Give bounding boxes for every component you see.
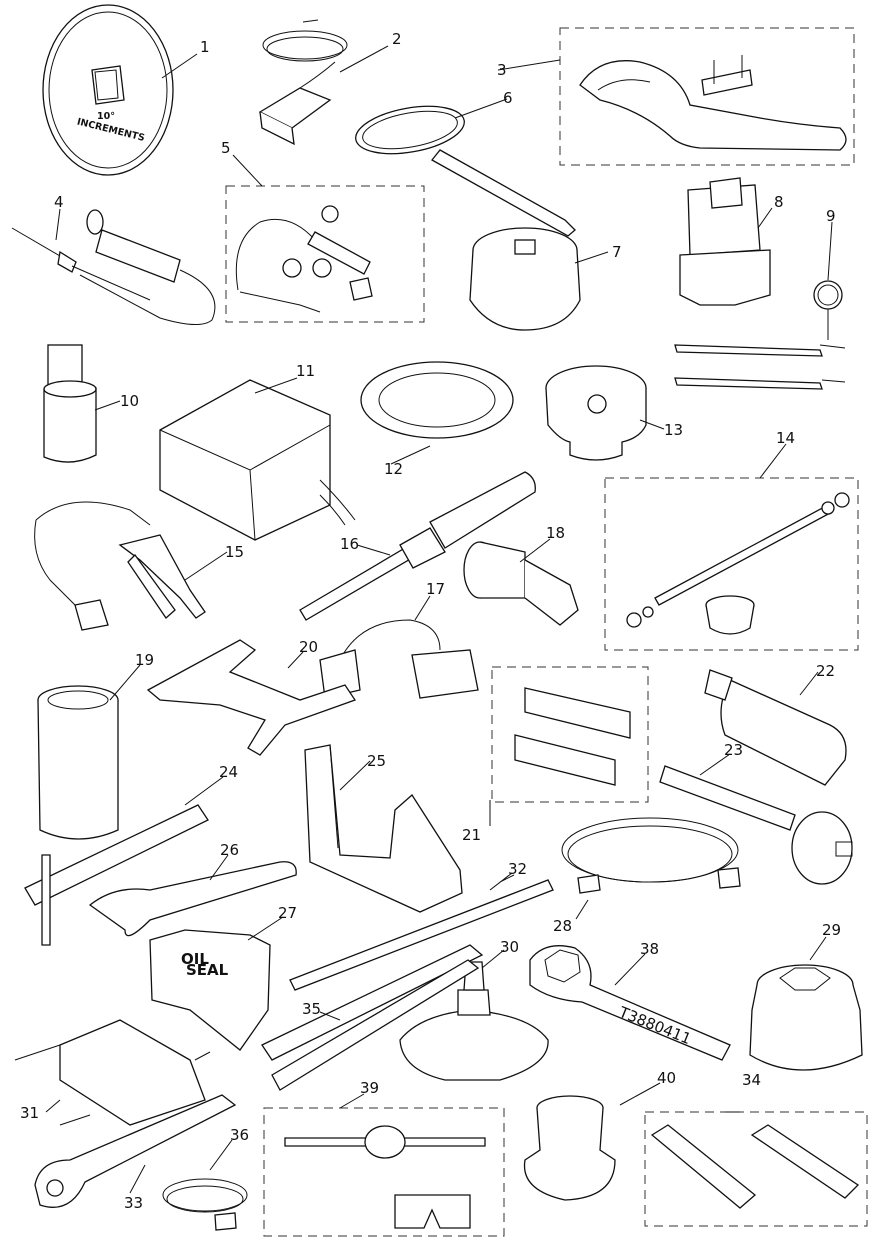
label-26: 26 xyxy=(220,841,239,859)
label-2: 2 xyxy=(392,30,402,48)
label-5: 5 xyxy=(221,139,231,157)
label-11: 11 xyxy=(296,362,315,380)
rod-icon xyxy=(289,879,554,991)
label-6: 6 xyxy=(503,89,513,107)
label-15: 15 xyxy=(225,543,244,561)
lead-cable-icon xyxy=(162,1178,248,1231)
label-20: 20 xyxy=(299,638,318,656)
threaded-rod-icon xyxy=(626,492,850,635)
svg-text:SEAL: SEAL xyxy=(186,961,229,979)
impact-adaptor-icon xyxy=(704,669,847,786)
label-8: 8 xyxy=(774,193,784,211)
pressure-gauge-icon xyxy=(674,280,846,390)
kit-box-5 xyxy=(225,185,425,323)
probe-rod-icon xyxy=(11,227,151,301)
label-18: 18 xyxy=(546,524,565,542)
label-23: 23 xyxy=(724,741,743,759)
label-30: 30 xyxy=(500,938,519,956)
t-bar-icon xyxy=(24,804,209,946)
knurled-shaft-icon xyxy=(299,471,536,621)
ecu-module-icon xyxy=(159,379,356,541)
cable-pliers-icon xyxy=(34,501,206,631)
ring-tool-icon xyxy=(360,361,514,439)
label-12: 12 xyxy=(384,460,403,478)
label-22: 22 xyxy=(816,662,835,680)
label-39: 39 xyxy=(360,1079,379,1097)
spanner-bar-icon xyxy=(261,944,484,1091)
tap-wrench-icon xyxy=(284,1125,486,1229)
strap-wrench-icon xyxy=(355,105,576,237)
threaded-studs-icon xyxy=(514,687,631,786)
label-9: 9 xyxy=(826,207,836,225)
label-7: 7 xyxy=(612,243,622,261)
label-33: 33 xyxy=(124,1194,143,1212)
kit-box-34 xyxy=(644,1111,868,1227)
kit-box-14 xyxy=(604,477,859,651)
kit-box-39 xyxy=(263,1107,505,1237)
kit-box-3 xyxy=(559,27,855,166)
label-4: 4 xyxy=(54,193,64,211)
kit-box-21 xyxy=(491,666,649,803)
stepped-shaft-icon xyxy=(463,541,579,626)
label-31: 31 xyxy=(20,1104,39,1122)
label-10: 10 xyxy=(120,392,139,410)
bearing-separator-icon xyxy=(14,1019,211,1126)
label-28: 28 xyxy=(553,917,572,935)
diagnostic-cable-icon xyxy=(258,19,348,146)
label-40: 40 xyxy=(657,1069,676,1087)
cup-socket-icon xyxy=(523,1095,616,1201)
drive-adaptor-icon xyxy=(679,177,771,306)
label-21: 21 xyxy=(462,826,481,844)
box-spanner-icon: T3880411 xyxy=(529,945,731,1061)
label-17: 17 xyxy=(426,580,445,598)
label-24: 24 xyxy=(219,763,238,781)
label-32: 32 xyxy=(508,860,527,878)
castellated-socket-icon xyxy=(37,685,119,840)
label-29: 29 xyxy=(822,921,841,939)
label-1: 1 xyxy=(200,38,210,56)
label-14: 14 xyxy=(776,429,795,447)
label-25: 25 xyxy=(367,752,386,770)
cable-loop-icon xyxy=(561,817,741,894)
label-38: 38 xyxy=(640,940,659,958)
label-35: 35 xyxy=(302,1000,321,1018)
pressure-tester-icon xyxy=(235,205,373,313)
bracket-plate-icon xyxy=(146,639,357,756)
label-19: 19 xyxy=(135,651,154,669)
socket-tool-icon xyxy=(43,344,97,463)
hex-socket-icon xyxy=(749,964,863,1071)
syringe-pump-icon xyxy=(79,209,216,325)
pin-spanner-icon xyxy=(34,1094,237,1208)
degree-dial-icon: 10° INCREMENTS xyxy=(42,4,174,176)
socket-bar-icon xyxy=(659,765,853,885)
label-3: 3 xyxy=(497,61,507,79)
filter-cup-icon xyxy=(469,227,581,331)
label-16: 16 xyxy=(340,535,359,553)
tubes-icon xyxy=(650,1124,860,1209)
cup-adaptor-icon xyxy=(545,365,647,461)
label-27: 27 xyxy=(278,904,297,922)
label-13: 13 xyxy=(664,421,683,439)
adaptor-harness-icon xyxy=(319,619,479,699)
svg-text:10°: 10° xyxy=(97,111,115,122)
stand-icon xyxy=(304,744,463,913)
c-spanner-icon xyxy=(579,55,847,151)
label-34: 34 xyxy=(742,1071,761,1089)
svg-text:OIL: OIL xyxy=(181,950,209,968)
hook-wrench-icon xyxy=(88,861,297,937)
label-36: 36 xyxy=(230,1126,249,1144)
seal-tool-icon: OIL SEAL xyxy=(149,929,271,1051)
